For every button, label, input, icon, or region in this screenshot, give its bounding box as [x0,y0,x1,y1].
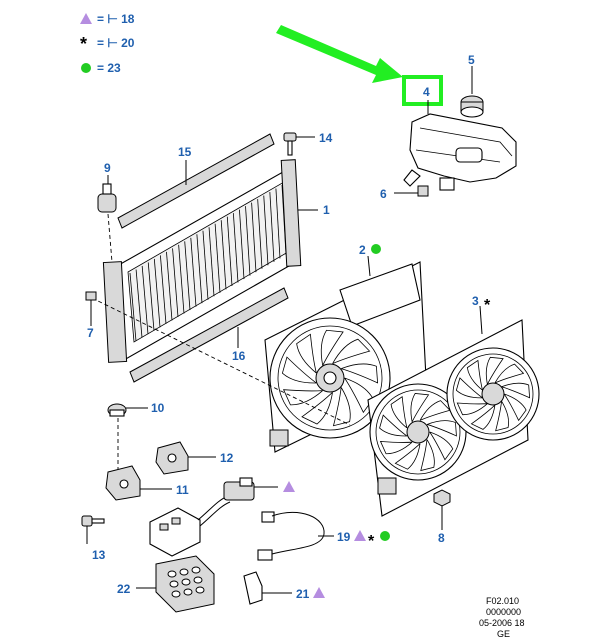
expansion-tank-cap [460,66,484,118]
callout-10: 10 [151,401,165,415]
assembly-line [91,297,351,426]
bracket-11 [105,465,172,501]
tank-mounting-clip [394,185,429,197]
callout-9: 9 [104,161,111,175]
triangle-icon-callout-21 [313,587,325,598]
triangle-icon-callout-19 [354,530,366,541]
dot-icon [81,63,91,73]
callout-14: 14 [319,131,333,145]
grommet-10 [107,403,148,417]
callout-5: 5 [468,53,475,67]
green-arrow-icon [276,25,403,83]
bolt-13 [81,515,105,544]
radiator [102,159,318,363]
callout-4: 4 [423,85,430,99]
footer-line-3: 05-2006 18 [479,618,525,628]
legend-text-asterisk: = ⊢ 20 [97,36,135,50]
callout-7: 7 [87,326,94,340]
legend: = ⊢ 18 * = ⊢ 20 = 23 [80,12,135,75]
seal-strip-upper [117,133,275,229]
callout-8: 8 [438,531,445,545]
fan-shroud-twin [367,305,540,517]
dot-icon-callout-19 [380,531,390,541]
highlight-box [402,75,443,106]
callout-2: 2 [359,243,366,257]
highlight-arrow [276,25,443,106]
control-module-22 [136,555,215,613]
footer-line-1: F02.010 [486,596,519,606]
bolt-14 [283,132,315,156]
callout-16: 16 [232,349,246,363]
callout-15: 15 [178,145,192,159]
callout-11: 11 [176,483,189,497]
asterisk-icon-callout-3: * [484,297,491,314]
wiring-loom-19 [257,511,334,561]
callout-1: 1 [323,203,330,217]
bracket-12 [155,441,216,475]
rubber-mount-9 [97,175,117,263]
fan-shroud-single [264,255,427,453]
seal-strip-lower [129,287,289,383]
triangle-icon [80,13,92,24]
callout-6: 6 [380,187,387,201]
asterisk-icon: * [80,34,87,54]
callout-labels: 1 2 3 * 4 5 6 7 8 9 10 11 12 13 14 15 16… [87,53,491,601]
bracket-21 [243,571,292,605]
callout-13: 13 [92,548,106,562]
triangle-icon-callout-16 [283,481,295,492]
legend-text-triangle: = ⊢ 18 [97,12,135,26]
callout-21: 21 [296,587,310,601]
clip-7 [85,291,97,326]
callout-22: 22 [117,582,131,596]
dot-icon-callout-2 [371,244,381,254]
diagram-footer: F02.010 0000000 05-2006 18 GE [479,596,525,639]
nut-8 [433,489,451,530]
legend-text-dot: = 23 [97,61,121,75]
expansion-tank [403,100,517,191]
resistor-module [149,477,278,557]
callout-19: 19 [337,530,351,544]
callout-12: 12 [220,451,234,465]
asterisk-icon-callout-19: * [368,533,375,550]
callout-3: 3 [472,294,479,308]
footer-line-4: GE [497,629,510,639]
footer-line-2: 0000000 [486,607,521,617]
